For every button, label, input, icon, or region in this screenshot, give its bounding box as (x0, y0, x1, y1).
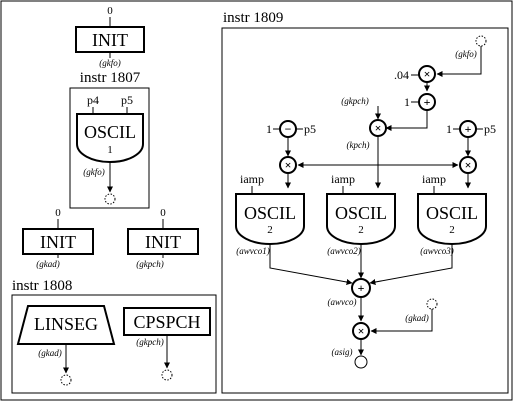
osc1807-output: (gkfo) (83, 167, 105, 177)
mul-04-sign: × (424, 67, 431, 81)
linseg-output-node (60, 374, 72, 386)
init-gkfo-arg: 0 (107, 5, 113, 17)
init-gkfo-box (75, 26, 145, 53)
add-one-sign: + (424, 95, 431, 109)
oscil-3-label: OSCIL (426, 203, 478, 223)
instr-1807-frame (69, 87, 150, 209)
instr-1808-title: instr 1808 (12, 278, 72, 294)
linseg-output: (gkad) (38, 348, 62, 358)
sub-sign: − (285, 122, 292, 136)
cpspch-output-node (161, 369, 173, 381)
one-minus-label: 1 (266, 122, 272, 136)
init-gkad-block: 0 INIT (gkad) (22, 207, 94, 269)
init-gkfo-block: 0 INIT (gkfo) (75, 5, 145, 68)
instr-1808-frame (11, 294, 217, 394)
linseg-label: LINSEG (34, 314, 98, 334)
sum-sign: + (358, 281, 365, 295)
mul-right-sign: × (465, 158, 472, 172)
init-gkad-title: INIT (40, 232, 76, 252)
instr-1809-frame (221, 27, 509, 394)
iamp-1-label: iamp (240, 172, 264, 186)
oscil-3-table: 2 (449, 224, 455, 236)
init-gkpch-output: (gkpch) (136, 259, 163, 269)
cpspch-label: CPSPCH (133, 312, 200, 332)
init-gkad-arg: 0 (55, 207, 61, 219)
instr-1808: instr 1808 LINSEG (gkad) CPSPCH (gkpch) (11, 278, 217, 394)
mul-left-sign: × (285, 158, 292, 172)
oscil-2-shape (326, 193, 396, 245)
linseg-shape (16, 305, 116, 345)
oscil-2-output: (awvco2) (327, 246, 361, 256)
iamp-2-label: iamp (331, 172, 355, 186)
init-gkfo-output: (gkfo) (99, 58, 121, 68)
oscil-1-table: 2 (267, 224, 273, 236)
osc1807-label: OSCIL (84, 122, 136, 142)
oscil-3-shape (417, 193, 487, 245)
osc1807-shape (76, 113, 144, 163)
oscil-3-output: (awvco3) (420, 246, 454, 256)
oscil-2-table: 2 (358, 224, 364, 236)
output-node (354, 355, 368, 369)
gkfo-input-node (475, 35, 487, 47)
asig-label: (asig) (332, 347, 353, 357)
osc1807-table: 1 (107, 144, 113, 156)
p5-right-label: p5 (484, 122, 496, 136)
add-right-sign: + (465, 122, 472, 136)
osc1807-input-right: p5 (121, 93, 133, 107)
oscil-1-output: (awvco1) (236, 246, 270, 256)
p5-left-label: p5 (304, 122, 316, 136)
gkad-input-label: (gkad) (405, 313, 429, 323)
one-plus-label: 1 (404, 95, 410, 109)
awvco-label: (awvco) (328, 297, 357, 307)
const-04-label: .04 (394, 68, 409, 82)
gkfo-input-label: (gkfo) (455, 49, 477, 59)
init-gkpch-title: INIT (145, 232, 181, 252)
cpspch-output: (gkpch) (136, 337, 163, 347)
instr-1809: instr 1809 (gkfo) .04 × 1 + (gkpch) × (k… (221, 10, 509, 394)
instr-1807-title: instr 1807 (80, 70, 141, 86)
final-mul-sign: × (358, 324, 365, 338)
init-gkad-output: (gkad) (36, 259, 60, 269)
kpch-label: (kpch) (347, 140, 370, 150)
one-plus-right-label: 1 (446, 122, 452, 136)
iamp-3-label: iamp (422, 172, 446, 186)
instr-1809-title: instr 1809 (223, 10, 283, 26)
init-gkfo-title: INIT (92, 30, 128, 50)
oscil-2-label: OSCIL (335, 203, 387, 223)
init-gkad-box (22, 228, 94, 255)
gkpch-input-label: (gkpch) (341, 96, 368, 106)
osc1807-output-node (104, 193, 116, 205)
oscil-1-label: OSCIL (244, 203, 296, 223)
init-gkpch-block: 0 INIT (gkpch) (127, 207, 199, 269)
oscil-1-shape (235, 193, 305, 245)
instr-1807: instr 1807 p4 p5 OSCIL 1 (gkfo) (69, 70, 150, 209)
gkad-input-node (426, 298, 438, 310)
osc1807-input-left: p4 (87, 93, 99, 107)
init-gkpch-arg: 0 (160, 207, 166, 219)
pitch-mul-sign: × (375, 121, 382, 135)
